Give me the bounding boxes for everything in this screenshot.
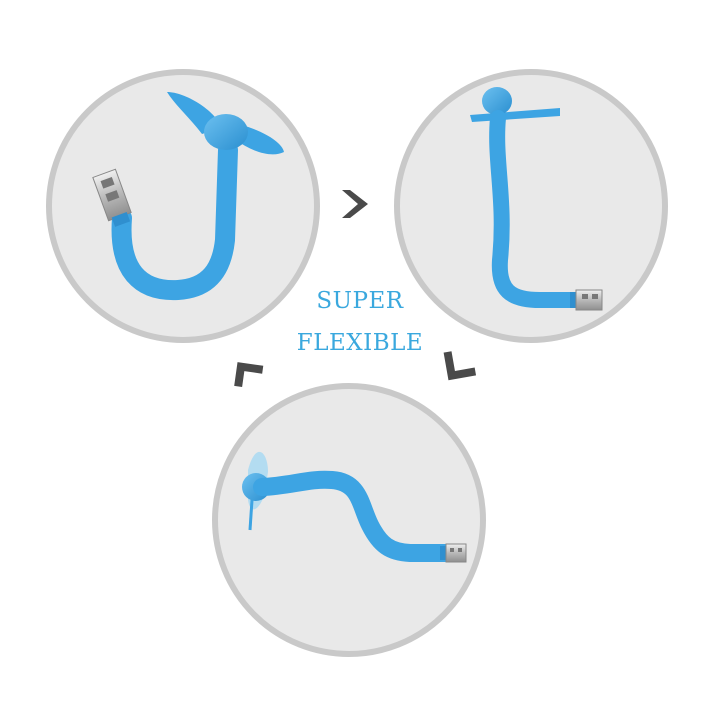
caption-line-2: FLEXIBLE	[296, 330, 424, 356]
pose-circle-s	[212, 383, 486, 657]
usb-plug-icon	[92, 168, 132, 227]
fan-neck	[111, 140, 238, 301]
fan-hub	[482, 87, 512, 115]
fan-hub	[204, 114, 248, 150]
pose-circle-l	[394, 69, 668, 343]
fan-blade	[248, 499, 254, 531]
chevron-up-left-icon	[234, 362, 264, 388]
fan-neck	[489, 110, 580, 308]
fan-neck	[253, 470, 459, 562]
feature-caption: SUPER FLEXIBLE	[260, 280, 460, 364]
usb-plug-icon	[570, 289, 603, 311]
caption-line-1: SUPER	[316, 288, 404, 314]
chevron-right-icon	[342, 190, 368, 218]
usb-plug-icon	[440, 543, 467, 563]
chevron-down-left-icon	[443, 351, 477, 381]
pose-circle-j	[46, 69, 320, 343]
fan-blade	[236, 124, 284, 155]
